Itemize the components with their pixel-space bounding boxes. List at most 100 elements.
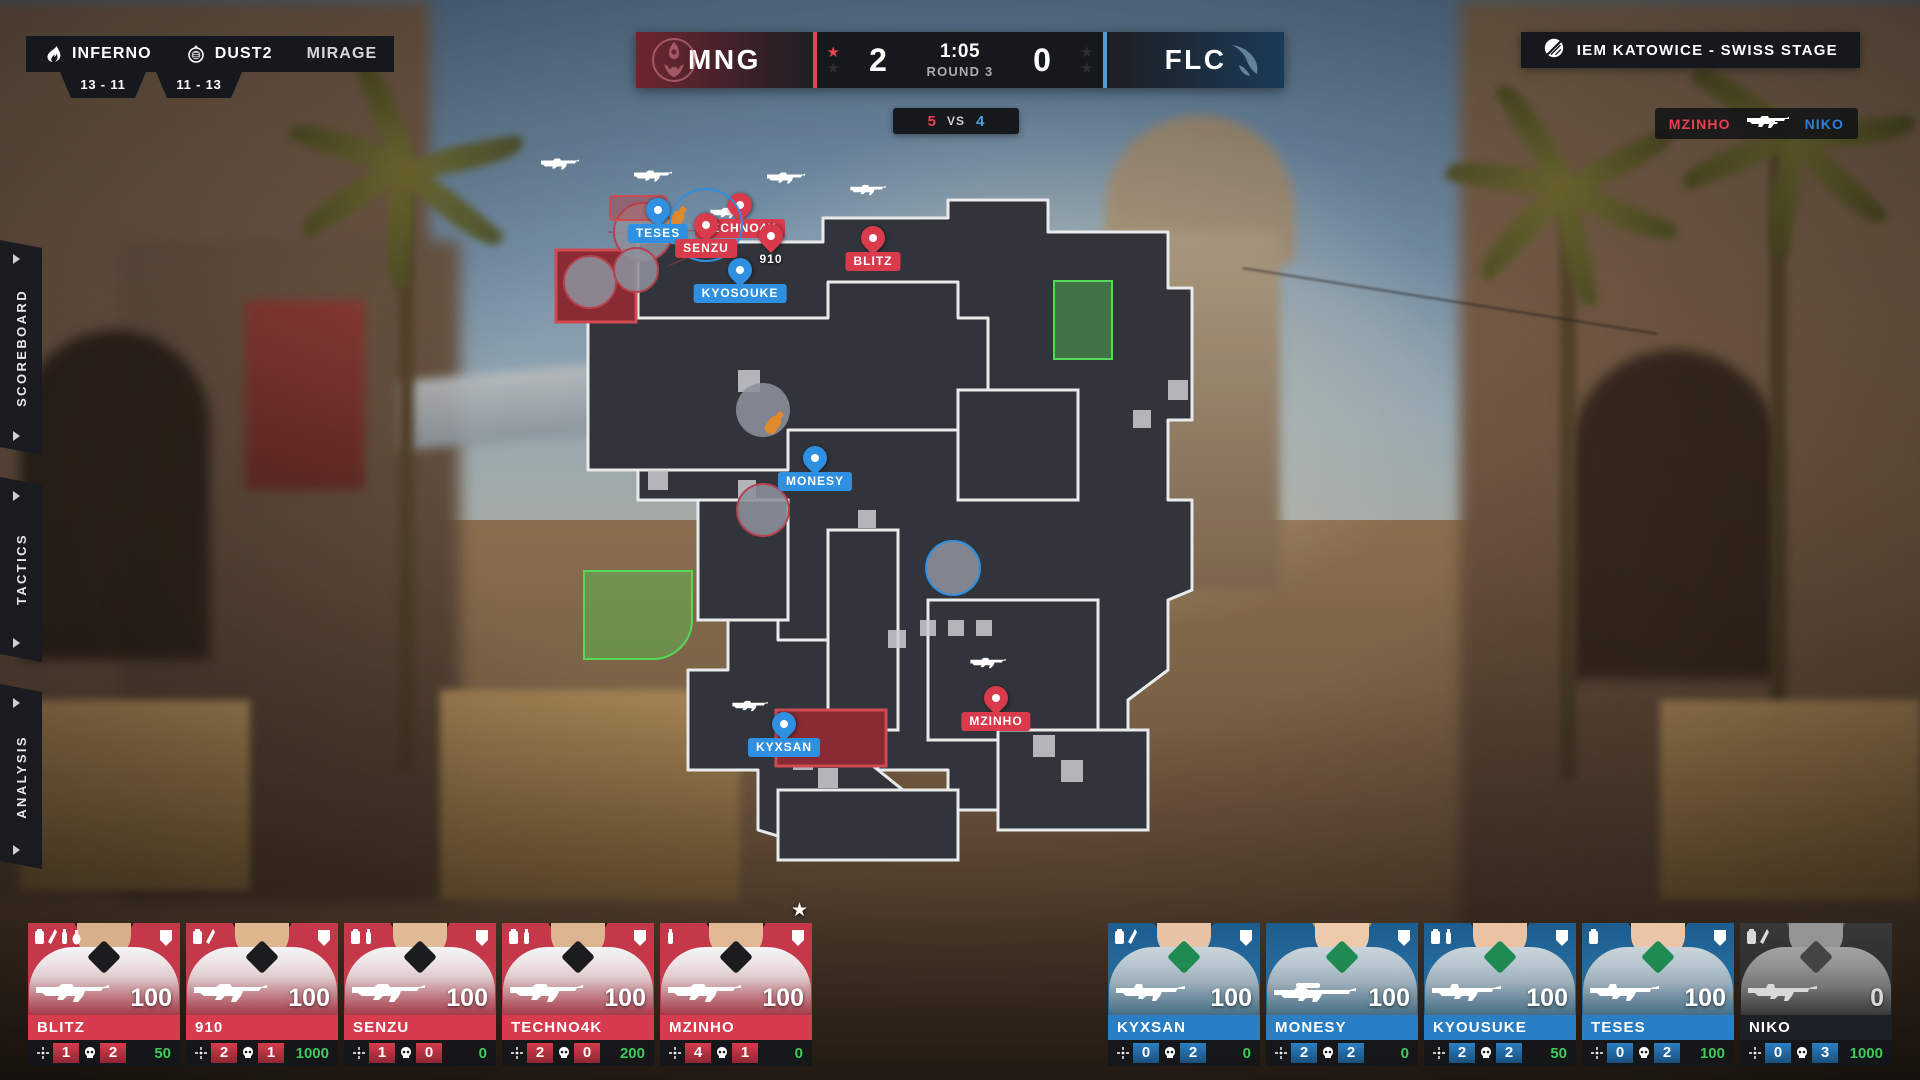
radar-marker-senzu[interactable]: SENZU: [669, 188, 743, 262]
flash-icon: [524, 929, 529, 944]
flash-icon: [62, 929, 67, 944]
flash-icon: [668, 929, 673, 944]
player-deaths: 0: [416, 1043, 442, 1063]
armor-icon: [1713, 929, 1727, 952]
player-name: KYXSAN: [1108, 1015, 1260, 1040]
player-kills: 1: [53, 1043, 79, 1063]
team-left-logo-icon: [650, 36, 698, 84]
sidebar-item-scoreboard[interactable]: SCOREBOARD: [0, 240, 42, 455]
sidebar-item-analysis[interactable]: ANALYSIS: [0, 684, 42, 869]
radar-marker-monesy[interactable]: MONESY: [777, 441, 853, 491]
m4a1-icon: [1588, 980, 1666, 1007]
map-tab-mirage[interactable]: MIRAGE: [289, 36, 395, 72]
radar-marker-mzinho[interactable]: MZINHO: [961, 681, 1031, 731]
player-name: SENZU: [344, 1015, 496, 1040]
player-hp: 100: [288, 984, 330, 1012]
player-card-kyousuke[interactable]: 100 KYOUSUKE 2 2 50: [1424, 923, 1576, 1066]
radar-marker-kyxsan[interactable]: KYXSAN: [747, 707, 821, 757]
awp-icon: [1272, 980, 1356, 1007]
player-kills: 4: [685, 1043, 711, 1063]
radar-marker-910[interactable]: 910: [754, 219, 788, 266]
player-money: 0: [478, 1044, 487, 1062]
player-card-niko[interactable]: 0 NIKO 0 3 1000: [1740, 923, 1892, 1066]
skull-icon: [239, 1046, 256, 1060]
radar-map[interactable]: TESES TECHNO4K SENZU 910 KYOSOUKE BLITZ …: [528, 158, 1358, 890]
skull-icon: [1161, 1046, 1178, 1060]
player-pin-ct: [767, 707, 801, 741]
skull-icon: [713, 1046, 730, 1060]
mvp-star-icon: ★: [790, 900, 808, 921]
player-card-techno4k[interactable]: 100 TECHNO4K 2 0 200: [502, 923, 654, 1066]
kill-feed: MZINHO NIKO: [1654, 108, 1858, 139]
player-photo: 100: [1266, 923, 1418, 1015]
skull-icon: [81, 1046, 98, 1060]
player-photo: 100: [186, 923, 338, 1015]
player-card-teses[interactable]: 100 TESES 0 2 100: [1582, 923, 1734, 1066]
player-money: 50: [154, 1044, 171, 1062]
kevlar-icon: [1115, 929, 1124, 944]
alive-vs-label: VS: [946, 114, 965, 128]
inferno-icon: [43, 44, 63, 64]
player-card-mzinho[interactable]: ★ 100 MZINHO 4 1 0: [660, 900, 812, 1066]
flash-icon: [366, 929, 371, 944]
player-card-monesy[interactable]: 100 MONESY 2 2 0: [1266, 923, 1418, 1066]
sidebar-item-tactics[interactable]: TACTICS: [0, 477, 42, 662]
map-tab-bar: INFERNO DUST2 MIRAGE 13 - 11 11 - 13: [26, 36, 395, 98]
player-money: 1000: [1849, 1044, 1883, 1062]
sidebar-item-tactics-label: TACTICS: [13, 533, 29, 606]
knife-icon: [1760, 929, 1769, 944]
star-icon: ★: [826, 43, 840, 61]
dropped-weapon-icon: [539, 157, 581, 176]
crosshair-icon: [350, 1046, 367, 1060]
player-money: 100: [1699, 1044, 1725, 1062]
dropped-weapon-icon: [765, 171, 807, 190]
dropped-weapon-icon: [730, 699, 770, 717]
player-money: 1000: [295, 1044, 329, 1062]
crosshair-icon: [1588, 1046, 1605, 1060]
player-pin-t: [979, 681, 1013, 715]
radar-marker-blitz[interactable]: BLITZ: [845, 221, 901, 271]
map-tab-dust2-label: DUST2: [214, 45, 273, 62]
killfeed-killer-name: MZINHO: [1668, 115, 1731, 132]
player-photo: 0: [1740, 923, 1892, 1015]
armor-icon: [1555, 929, 1569, 952]
team-left-accent: [812, 32, 817, 88]
player-kills: 2: [211, 1043, 237, 1063]
player-stats: 0 2 100: [1582, 1040, 1734, 1066]
knife-icon: [1128, 929, 1137, 944]
radar-label-senzu: SENZU: [675, 239, 737, 258]
player-photo: 100: [1424, 923, 1576, 1015]
sidebar-item-scoreboard-label: SCOREBOARD: [13, 288, 29, 407]
player-stats: 1 0 0: [344, 1040, 496, 1066]
player-gear: [666, 929, 675, 946]
chevron-right-icon: [13, 254, 20, 264]
player-pin-t: [754, 219, 788, 253]
armor-icon: [159, 929, 173, 952]
radar-marker-kyosouke[interactable]: KYOSOUKE: [693, 253, 787, 303]
player-card-kyxsan[interactable]: 100 KYXSAN 0 2 0: [1108, 923, 1260, 1066]
alive-count-t: 5: [927, 112, 936, 130]
radar-label-monesy: MONESY: [777, 472, 853, 491]
player-photo: 100: [660, 923, 812, 1015]
chevron-right-icon: [13, 491, 20, 501]
player-money: 0: [1242, 1044, 1251, 1062]
player-card-910[interactable]: 100 910 2 1 1000: [186, 923, 338, 1066]
player-deaths: 2: [1180, 1043, 1206, 1063]
skull-icon: [397, 1046, 414, 1060]
map-tab-dust2[interactable]: DUST2: [168, 36, 290, 72]
team-right-name: FLC: [1164, 44, 1227, 75]
player-kills: 0: [1133, 1043, 1159, 1063]
player-name: TECHNO4K: [502, 1015, 654, 1040]
dropped-weapon-icon: [848, 183, 888, 201]
smoke-grenade: [563, 255, 617, 309]
player-card-senzu[interactable]: 100 SENZU 1 0 0: [344, 923, 496, 1066]
radar-marker-teses[interactable]: TESES: [627, 193, 689, 243]
focus-ring: [669, 188, 743, 262]
team-right-accent: [1103, 32, 1108, 88]
player-hp: 0: [1870, 984, 1884, 1012]
player-card-blitz[interactable]: 100 BLITZ 1 2 50: [28, 923, 180, 1066]
radar-label-910: 910: [759, 252, 783, 266]
player-deaths: 2: [1654, 1043, 1680, 1063]
map-tab-inferno[interactable]: INFERNO: [26, 36, 169, 72]
